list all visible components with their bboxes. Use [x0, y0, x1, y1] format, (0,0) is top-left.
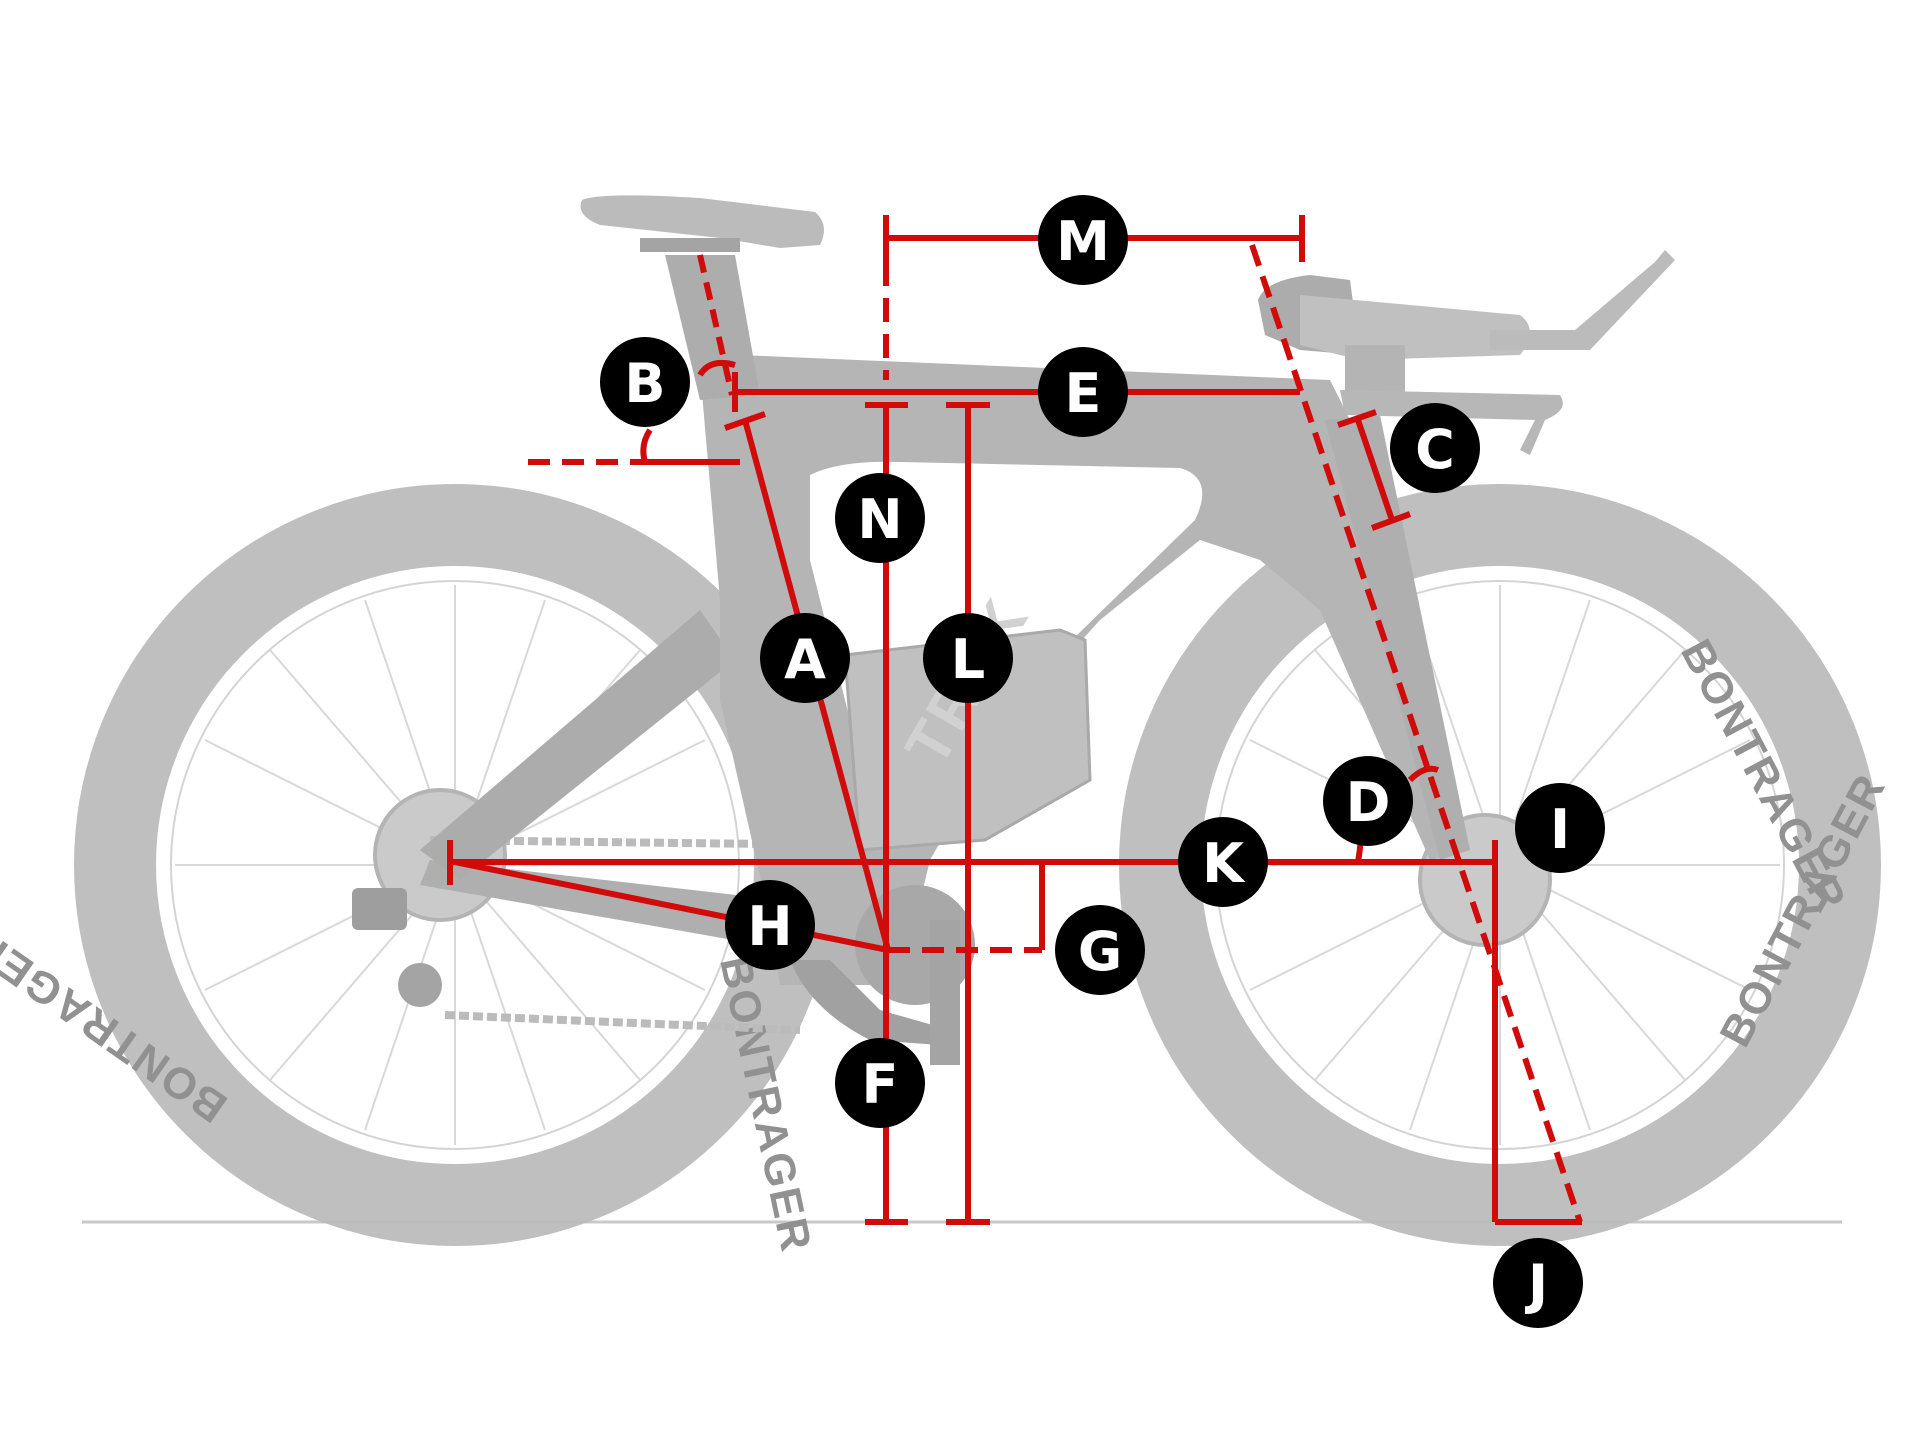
seat-post [665, 255, 760, 400]
measure-b-arc-lower [640, 428, 653, 463]
svg-text:B: B [624, 352, 665, 415]
svg-text:H: H [747, 895, 792, 958]
svg-text:A: A [784, 628, 826, 691]
label-i[interactable]: I [1515, 783, 1605, 873]
label-e[interactable]: E [1038, 347, 1128, 437]
label-a[interactable]: A [760, 613, 850, 703]
measure-c-line [1355, 419, 1395, 521]
label-m[interactable]: M [1038, 195, 1128, 285]
head-tube-axis [1249, 244, 1583, 1223]
label-badges: A B C D E F G H [600, 195, 1605, 1328]
base-bar [1340, 390, 1563, 455]
rear-derailleur [352, 888, 407, 930]
measure-b-arc [697, 360, 736, 377]
bike-silhouette: BONTRAGER BONTRAGER [0, 195, 1895, 1257]
svg-text:D: D [1346, 771, 1391, 834]
label-l[interactable]: L [923, 613, 1013, 703]
label-n[interactable]: N [835, 473, 925, 563]
label-f[interactable]: F [835, 1038, 925, 1128]
svg-text:G: G [1078, 920, 1122, 983]
chainring [790, 960, 950, 1045]
label-h[interactable]: H [725, 880, 815, 970]
aero-extension [1490, 250, 1675, 350]
seatstay [420, 610, 735, 880]
svg-text:K: K [1202, 832, 1246, 895]
svg-text:J: J [1524, 1253, 1548, 1316]
svg-text:E: E [1065, 362, 1102, 425]
fork [1325, 415, 1470, 860]
label-j[interactable]: J [1493, 1238, 1583, 1328]
svg-text:N: N [857, 488, 902, 551]
aerobar-pad [1300, 295, 1530, 360]
svg-text:I: I [1550, 798, 1570, 861]
crank-arm [930, 920, 960, 1065]
saddle [580, 195, 824, 248]
label-b[interactable]: B [600, 337, 690, 427]
svg-text:F: F [862, 1053, 899, 1116]
label-c[interactable]: C [1390, 403, 1480, 493]
svg-text:C: C [1415, 418, 1455, 481]
measure-h-line [454, 859, 889, 953]
seat-tube-axis [697, 254, 735, 396]
svg-text:M: M [1056, 210, 1110, 273]
chainstay [420, 860, 790, 950]
label-g[interactable]: G [1055, 905, 1145, 995]
label-k[interactable]: K [1178, 817, 1268, 907]
svg-text:L: L [951, 628, 985, 691]
stem-riser [1345, 345, 1405, 395]
label-d[interactable]: D [1323, 756, 1413, 846]
measure-d-arc-upper [1407, 765, 1440, 783]
